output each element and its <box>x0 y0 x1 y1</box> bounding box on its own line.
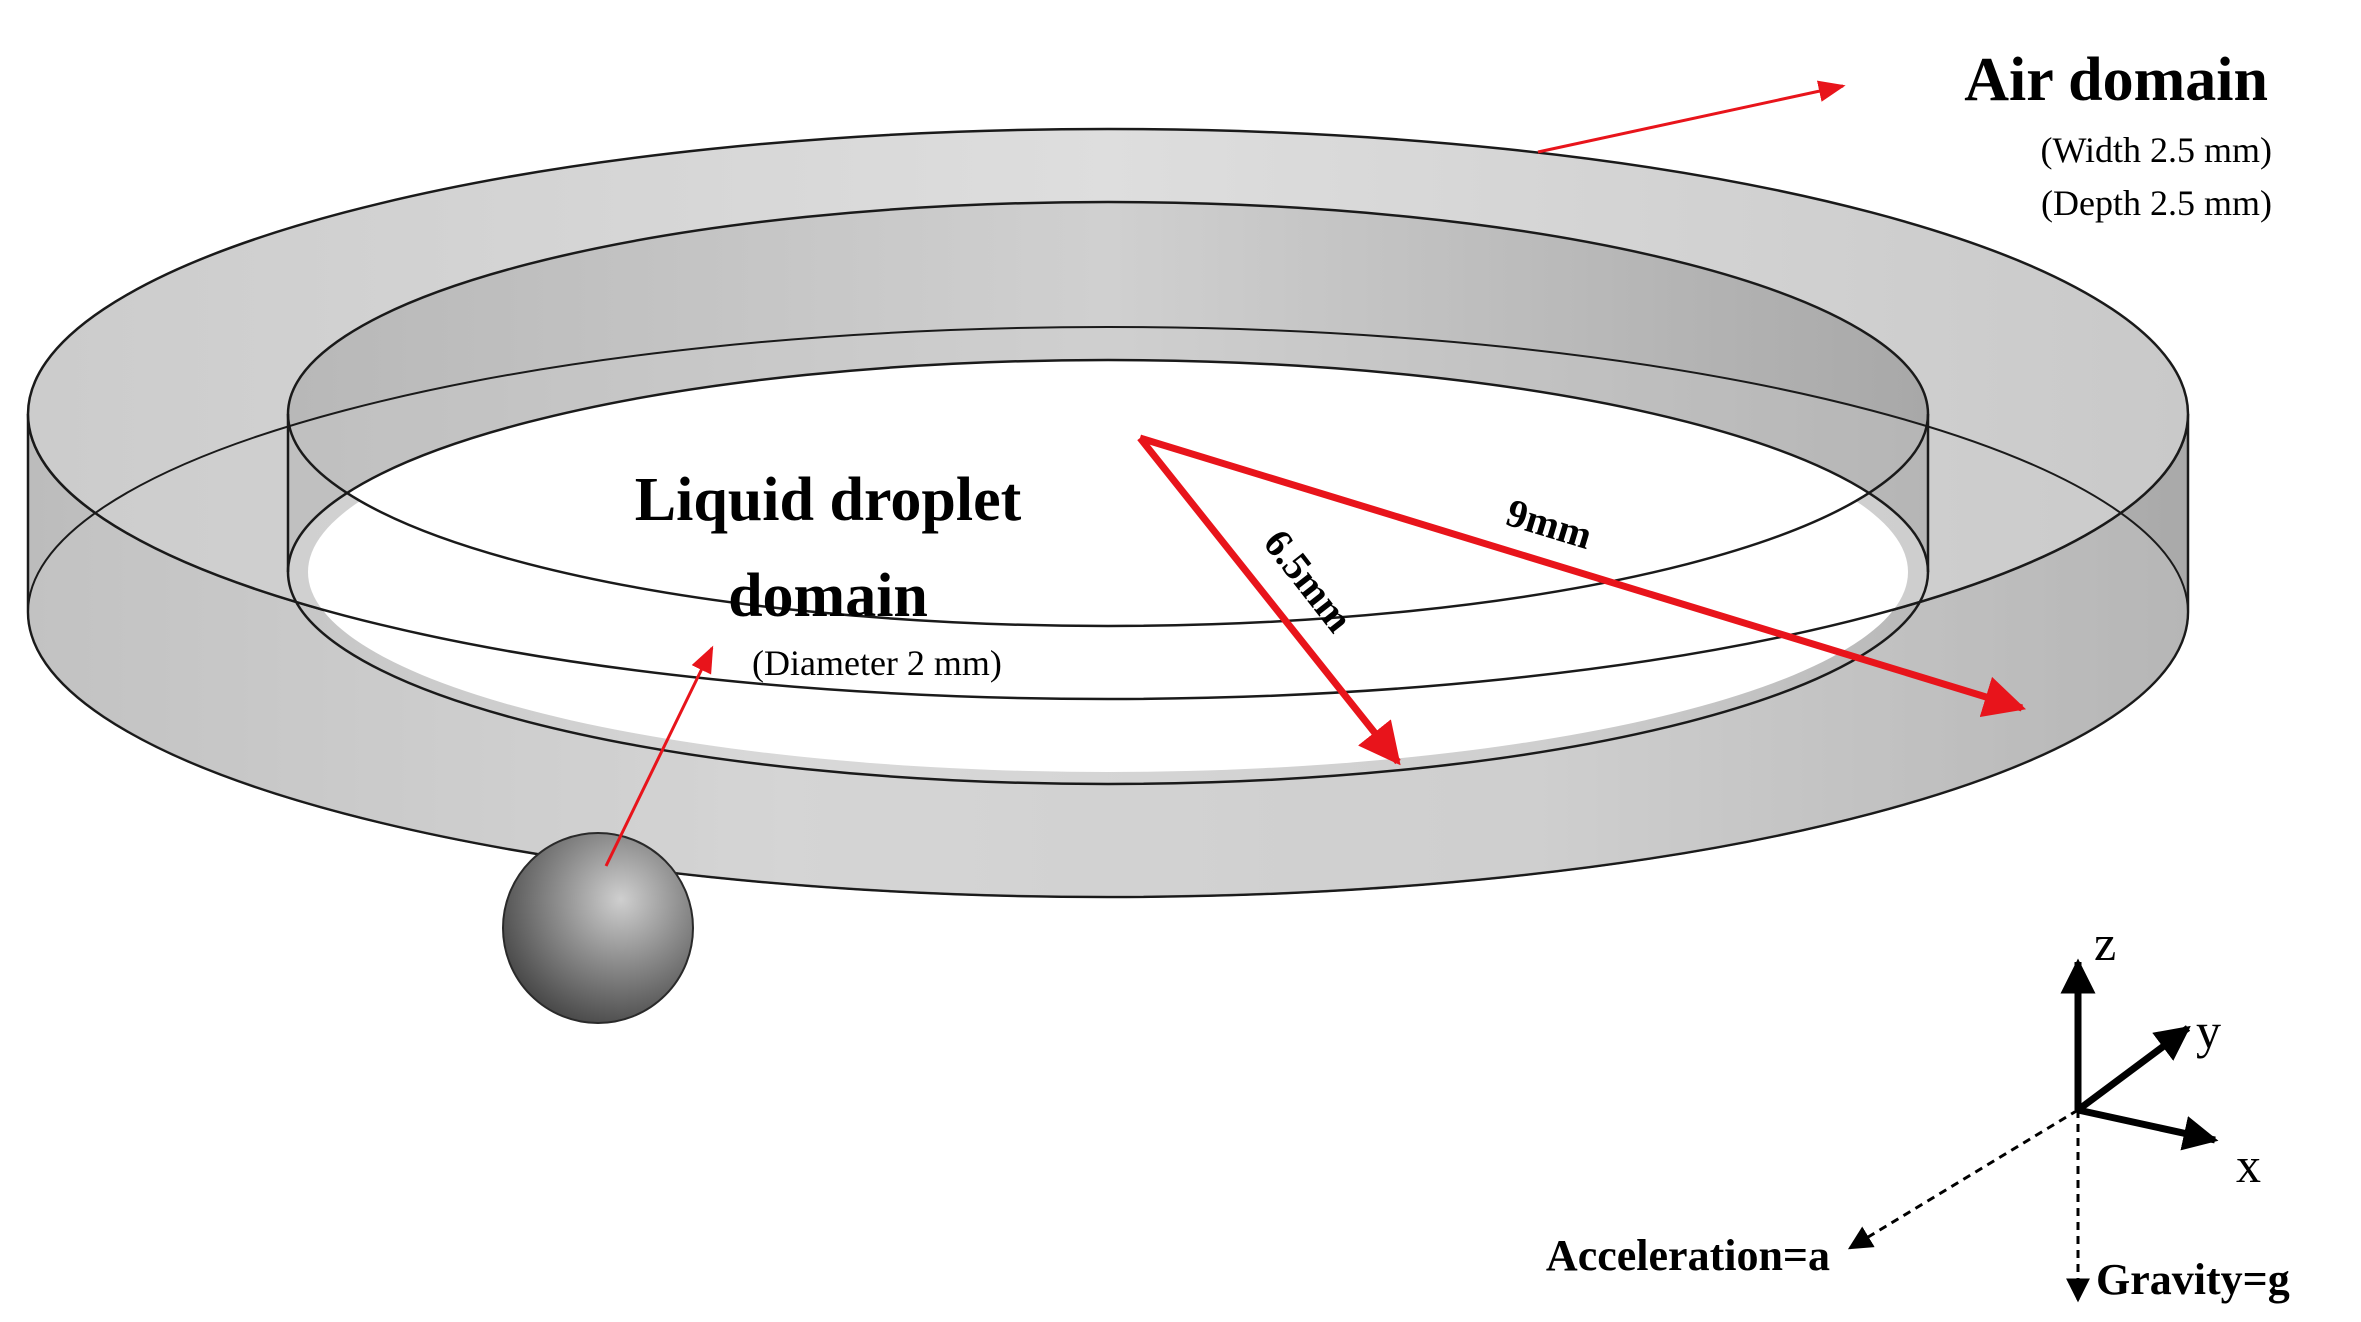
air-domain-depth: (Depth 2.5 mm) <box>2041 183 2272 223</box>
acceleration-arrow <box>1847 1108 2079 1250</box>
axis-y-line <box>2075 1025 2191 1113</box>
air-domain-leader-arrow <box>1537 80 1846 154</box>
air-domain-title: Air domain <box>1964 46 2268 114</box>
liquid-droplet-sphere <box>502 832 694 1024</box>
axis-z-label: z <box>2094 915 2116 971</box>
axis-x-label: x <box>2236 1137 2261 1193</box>
droplet-diameter: (Diameter 2 mm) <box>752 643 1002 683</box>
droplet-title-line1: Liquid droplet <box>635 466 1022 534</box>
axis-y-label: y <box>2196 1003 2221 1059</box>
droplet-title-line2: domain <box>728 562 928 630</box>
droplet-leader-arrow <box>604 645 714 867</box>
axis-x-line <box>2077 1106 2219 1151</box>
outline-curves <box>26 127 2190 898</box>
outer-radius-arrow <box>1138 434 2027 718</box>
inner-radius-arrow <box>1137 435 1401 766</box>
acceleration-label: Acceleration=a <box>1546 1231 1830 1280</box>
inner-wall-back <box>288 202 1928 573</box>
air-domain-width: (Width 2.5 mm) <box>2040 130 2272 170</box>
gravity-label: Gravity=g <box>2096 1255 2290 1304</box>
coordinate-axes <box>1847 958 2219 1303</box>
inner-hole <box>308 372 1908 772</box>
